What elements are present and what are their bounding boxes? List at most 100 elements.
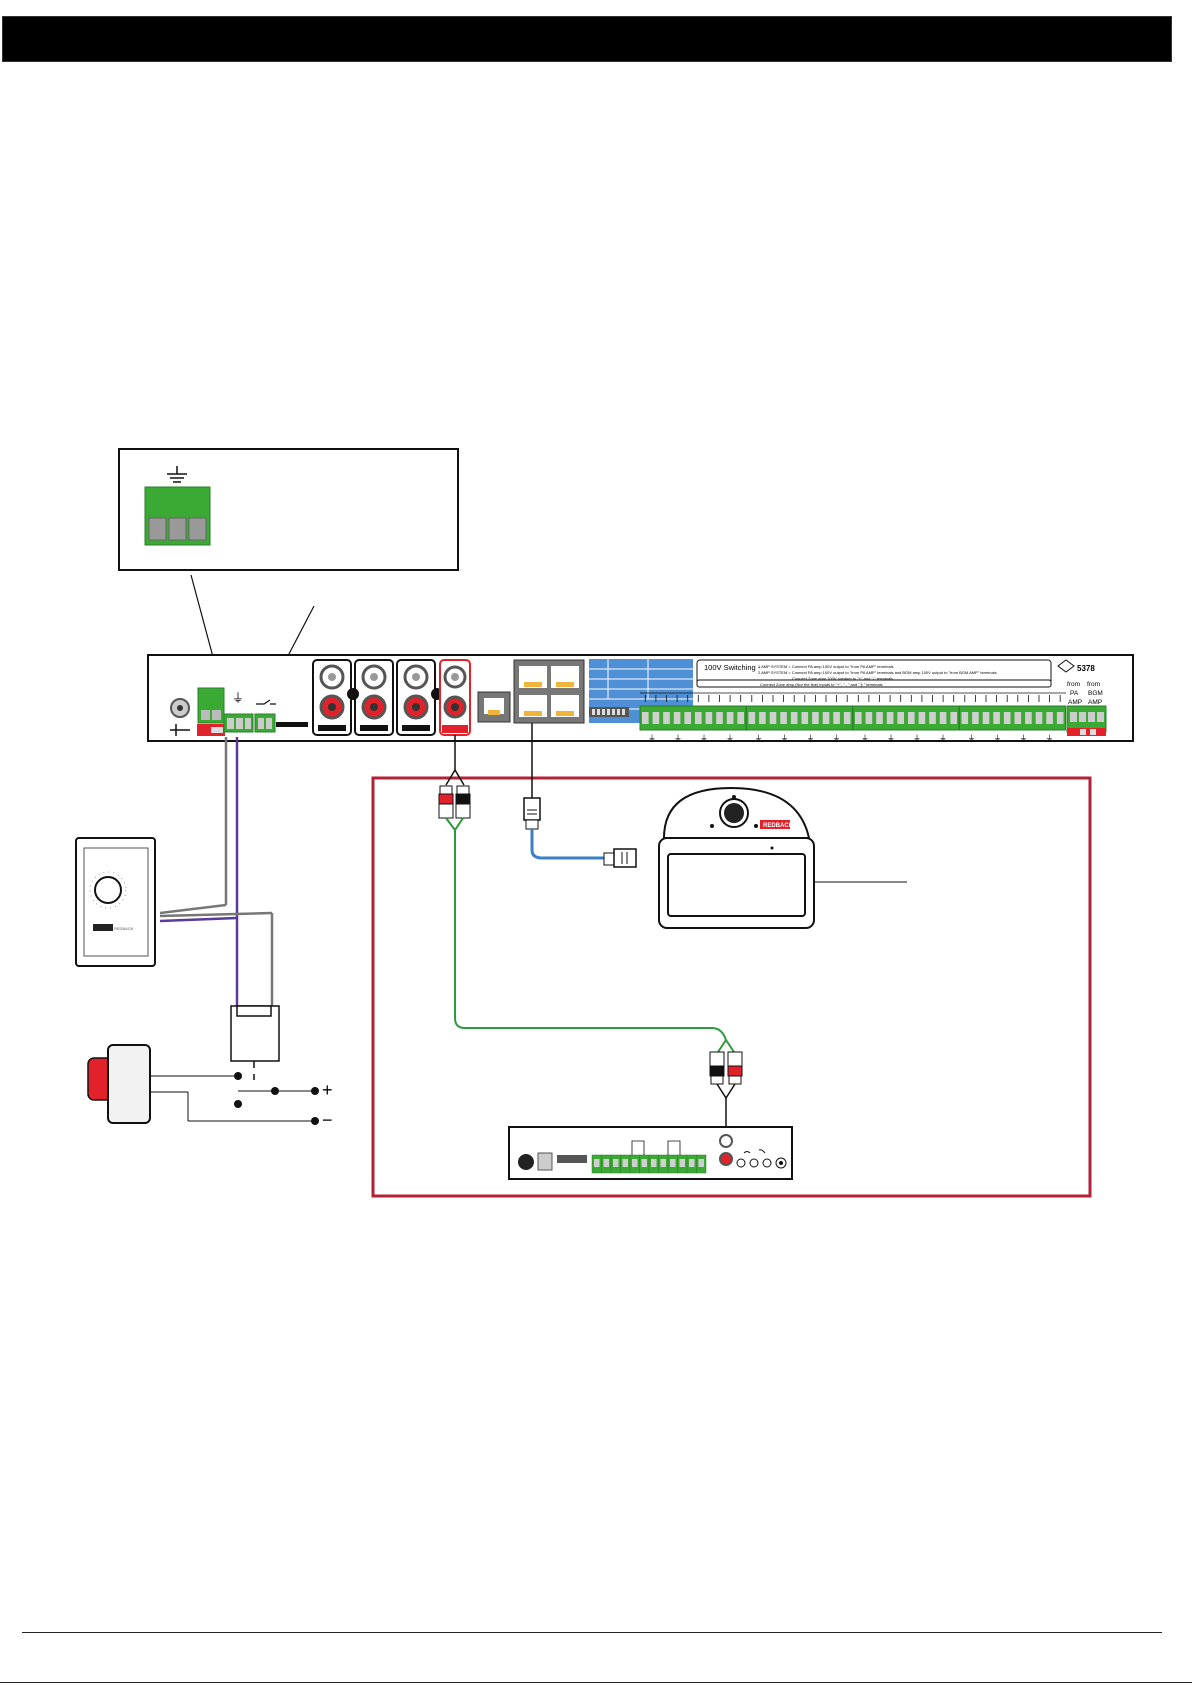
- zone-terminal-screw: [961, 712, 969, 724]
- zone-amp-terminal-screw: [613, 1159, 619, 1167]
- zone-terminal-screw: [642, 712, 649, 724]
- rca-cable-bottom: [709, 1039, 743, 1133]
- zone-terminal-screw: [673, 712, 681, 724]
- dome-speaker-unit: REDBACK: [658, 786, 815, 929]
- zone-terminal-screw: [1035, 712, 1043, 724]
- zone-ground-symbol: ⏚: [781, 734, 789, 743]
- switching-line-4: Connect Zone amp (Nor the line) inputs t…: [760, 681, 882, 687]
- zone-amp-terminal-screw: [651, 1159, 657, 1167]
- terminal-zoom-inset: [118, 448, 459, 571]
- zone-ground-symbol: ⏚: [726, 734, 734, 743]
- ground-symbol-icon: [167, 466, 187, 483]
- rj45-plug-side-icon: [603, 848, 637, 868]
- rj45-port-single: [477, 691, 511, 723]
- from-pa-word: from: [1067, 681, 1080, 688]
- zone-ground-symbol: ⏚: [1046, 734, 1054, 743]
- power-terminal: [197, 687, 225, 736]
- model-code: 5378: [1077, 664, 1095, 673]
- speaker-brand: REDBACK: [763, 823, 794, 829]
- zone-terminal-screw: [801, 712, 809, 724]
- rca-input-2: [354, 659, 394, 736]
- zone-amp-terminal-screw: [679, 1159, 685, 1167]
- zone-terminal-screw: [737, 712, 744, 724]
- terminal-block-large: [144, 486, 211, 546]
- switching-line-2: 2 AMP SYSTEM = Connect PA amp 100V outpu…: [758, 670, 997, 675]
- pa-bgm-terminal: [1066, 705, 1107, 736]
- zone-amp-terminal-screw: [594, 1159, 600, 1167]
- rca-plug-red-bottom-icon: [727, 1051, 743, 1085]
- rca-plug-red-icon: [438, 785, 454, 819]
- zone-ground-symbol: ⏚: [861, 734, 869, 743]
- rj45-cable: [523, 723, 637, 868]
- zone-ground-symbol: ⏚: [994, 734, 1002, 743]
- zone-terminal-screw: [843, 712, 851, 724]
- footer-rule: [22, 1632, 1162, 1633]
- zone-ground-symbol: ⏚: [913, 734, 921, 743]
- rca-plug-white-icon: [455, 785, 471, 819]
- zone-ground-symbol: ⏚: [700, 734, 708, 743]
- emergency-push-button: + −: [87, 1044, 333, 1130]
- zone-terminal-screw: [876, 712, 883, 724]
- zone-terminal-screw: [748, 712, 756, 724]
- rca-input-1: [312, 659, 352, 736]
- dip-switch: [589, 707, 629, 717]
- zone-terminal-screw: [918, 712, 926, 724]
- zone-ground-symbol: ⏚: [674, 734, 682, 743]
- rj45-port-bank: [513, 659, 585, 724]
- terminal-ground-label: ⏚: [232, 691, 244, 705]
- zone-terminal-screw: [929, 712, 936, 724]
- supply-minus-label: −: [322, 1110, 333, 1130]
- zone-amplifier-unit: [508, 1126, 793, 1180]
- rca-plug-white-bottom-icon: [709, 1051, 725, 1085]
- zone-terminal-screw: [972, 712, 979, 724]
- zone-terminal-screw: [897, 712, 904, 724]
- zone-terminal-screw: [1056, 712, 1064, 724]
- zone-terminal-screw: [993, 712, 1000, 724]
- bgm-amp-word: AMP: [1088, 699, 1102, 706]
- zone-terminal-screw: [939, 712, 947, 724]
- zone-amp-terminal-screw: [670, 1159, 676, 1167]
- zone-terminal-screw: [982, 712, 990, 724]
- zone-terminal-screw: [865, 712, 873, 724]
- from-bgm-word: from: [1087, 681, 1100, 688]
- zone-terminal-screw: [759, 712, 766, 724]
- zone-terminal-screw: [886, 712, 894, 724]
- zone-terminal-screw: [695, 712, 702, 724]
- switching-line-3: Connect Zone amp 100V speaker to "+" and…: [792, 676, 893, 681]
- zone-terminal-screw: [726, 712, 734, 724]
- zone-terminal-screw: [663, 712, 670, 724]
- supply-plus-label: +: [322, 1080, 333, 1100]
- rca-output-highlighted: [439, 659, 471, 736]
- rca-input-3: [396, 659, 436, 736]
- switching-line-1: 1 AMP SYSTEM = Connect PA amp 100V outpu…: [758, 664, 893, 669]
- zone-amp-terminal-screw: [698, 1159, 704, 1167]
- relay-box: [230, 1005, 280, 1080]
- zone-amp-terminal-strip: [591, 1140, 707, 1174]
- zone-terminal-screw: [790, 712, 798, 724]
- zone-ground-symbol: ⏚: [648, 734, 656, 743]
- volume-control-wires: [159, 737, 274, 1006]
- zone-terminal-strip: ⏚⏚⏚⏚⏚⏚⏚⏚⏚⏚⏚⏚⏚⏚⏚⏚: [639, 692, 1066, 743]
- zone-amp-terminal-screw: [632, 1159, 638, 1167]
- zone-terminal-screw: [855, 712, 862, 724]
- volume-plate-logo: [93, 924, 113, 931]
- zone-ground-symbol: ⏚: [755, 734, 763, 743]
- zone-terminal-screw: [812, 712, 819, 724]
- footer-rule-bottom: [0, 1682, 1192, 1683]
- zone-ground-symbol: ⏚: [939, 734, 947, 743]
- zone-amp-terminal-screw: [689, 1159, 695, 1167]
- header-bar: [2, 16, 1172, 62]
- zone-ground-symbol: ⏚: [833, 734, 841, 743]
- volume-control-plate: REDBACK: [75, 837, 156, 967]
- rca-cable-top: [438, 735, 727, 1041]
- volume-plate-brand: REDBACK: [114, 926, 134, 931]
- volume-terminal: ⏚: [223, 691, 254, 733]
- zone-terminal-screw: [1003, 712, 1011, 724]
- zone-terminal-screw: [822, 712, 830, 724]
- zone-amp-terminal-screw: [641, 1159, 647, 1167]
- speaker-logo: [760, 820, 790, 829]
- zone-terminal-screw: [716, 712, 723, 724]
- zone-terminal-screw: [652, 712, 660, 724]
- zone-amp-terminal-screw: [660, 1159, 666, 1167]
